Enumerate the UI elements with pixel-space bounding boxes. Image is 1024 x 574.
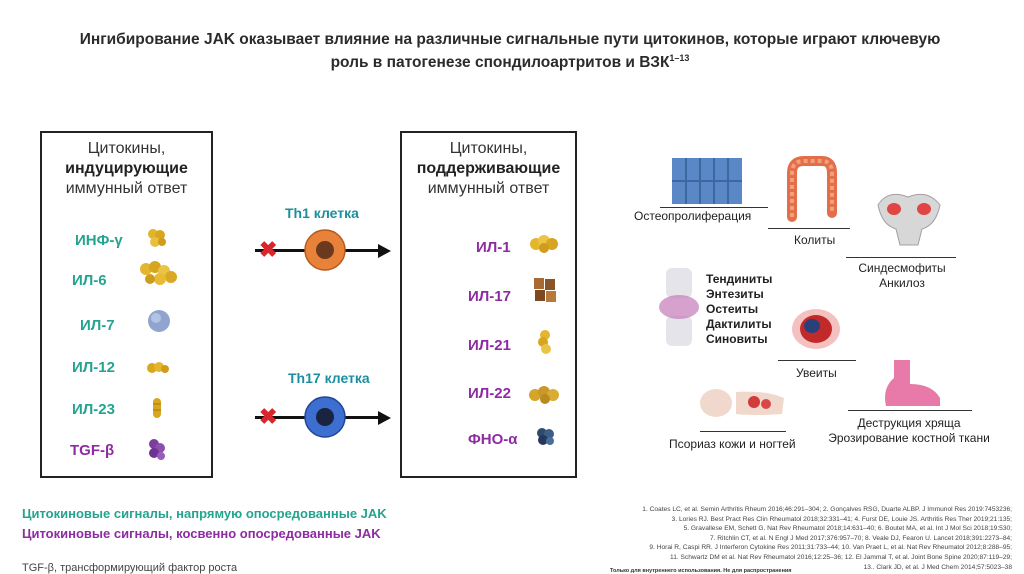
osteitis-text: Остеиты [706, 302, 759, 316]
colitis-label: Колиты [794, 233, 836, 247]
cytokine-ifn-gamma: ИНФ-γ [75, 232, 123, 249]
th1-cell-label: Th1 клетка [285, 205, 359, 221]
cartilage-divider [848, 410, 972, 411]
th1-block-cross-icon: ✖ [259, 237, 278, 262]
foot-icon [885, 360, 940, 406]
uveitis-label: Увеиты [796, 366, 837, 380]
th17-arrow-head [378, 411, 391, 425]
supporting-head-line1: Цитокины, [449, 140, 528, 157]
cytokine-tgf-beta: TGF-β [70, 442, 115, 459]
th17-block-cross-icon: ✖ [259, 404, 278, 429]
inducing-cytokines-box: Цитокины, индуцирующие иммунный ответ ИН… [40, 131, 213, 478]
il17-molecule-icon [534, 278, 556, 302]
bone-erosion-text: Эрозирование костной ткани [828, 431, 990, 445]
references: 1. Coates LC, et al. Semin Arthritis Rhe… [582, 505, 1012, 572]
reference-line: 1. Coates LC, et al. Semin Arthritis Rhe… [642, 506, 1012, 513]
tgf-beta-molecule-icon [149, 439, 165, 460]
th17-cell-label: Th17 клетка [288, 370, 370, 386]
cytokine-il7: ИЛ-7 [80, 317, 115, 334]
supporting-head-line2: поддерживающие [416, 160, 561, 177]
osteoproliferation-label: Остеопролиферация [634, 209, 752, 223]
inducing-head-line1: Цитокины, [87, 140, 166, 157]
ankylosis-text: Анкилоз [879, 276, 925, 290]
reference-line: 13.. Clark JD, et al. J Med Chem 2014;57… [863, 563, 1012, 571]
synovitis-text: Синовиты [706, 332, 768, 346]
reference-line: 7. Ritchlin CT, et al. N Engl J Med 2017… [709, 534, 1012, 542]
syndesmophytes-label: Синдесмофиты Анкилоз [852, 261, 952, 291]
reference-line: 11. Schwartz DM et al. Nat Rev Rheumatol… [670, 553, 1012, 561]
bone-tissue-icon [672, 158, 742, 204]
legend-direct-jak: Цитокиновые сигналы, напрямую опосредова… [22, 506, 387, 521]
tendon-list: Тендиниты Энтезиты Остеиты Дактилиты Син… [706, 272, 772, 347]
th1-arrow-head [378, 244, 391, 258]
inducing-box-header: Цитокины, индуцирующие иммунный ответ [42, 139, 211, 199]
title-line-2-text: роль в патогенезе спондилоартритов и ВЗК [330, 54, 670, 72]
cytokine-il23: ИЛ-23 [72, 401, 115, 418]
slide-title: Ингибирование JAK оказывает влияние на р… [70, 30, 950, 72]
il22-molecule-icon [529, 386, 559, 404]
title-line-2: роль в патогенезе спондилоартритов и ВЗК… [70, 49, 950, 72]
inducing-head-line2: индуцирующие [65, 160, 188, 177]
il23-molecule-icon [153, 398, 161, 418]
title-superscript: 1–13 [669, 53, 690, 63]
dactylitis-text: Дактилиты [706, 317, 772, 331]
uveitis-divider [778, 360, 856, 361]
supporting-cytokines-box: Цитокины, поддерживающие иммунный ответ … [400, 131, 577, 478]
cartilage-label: Деструкция хряща Эрозирование костной тк… [820, 416, 998, 446]
tgf-beta-footnote: TGF-β, трансформирующий фактор роста [22, 562, 238, 574]
il6-molecule-icon [140, 261, 177, 285]
joint-icon [659, 268, 699, 346]
ifn-gamma-molecule-icon [148, 229, 166, 247]
th17-cell-icon [304, 396, 346, 438]
th1-cell-icon [304, 229, 346, 271]
cytokine-il21: ИЛ-21 [468, 337, 511, 354]
tendinitis-text: Тендиниты [706, 272, 773, 286]
cytokine-il12: ИЛ-12 [72, 359, 115, 376]
psoriasis-skin-icon [700, 389, 784, 417]
reference-line: 5. Gravallese EM, Schett G. Nat Rev Rheu… [683, 525, 1012, 533]
il12-molecule-icon [147, 362, 169, 373]
supporting-head-line3: иммунный ответ [427, 180, 550, 197]
il21-molecule-icon [538, 330, 551, 354]
inducing-head-line3: иммунный ответ [65, 180, 188, 197]
reference-line: 3. Lories RJ. Best Pract Res Clin Rheuma… [671, 515, 1012, 523]
cytokine-il1: ИЛ-1 [476, 239, 511, 256]
il7-molecule-icon [148, 310, 170, 332]
title-line-1: Ингибирование JAK оказывает влияние на р… [79, 31, 941, 48]
psoriasis-label: Псориаз кожи и ногтей [669, 437, 796, 451]
enthesitis-text: Энтезиты [706, 287, 764, 301]
syndesmophytes-text: Синдесмофиты [858, 261, 946, 275]
cytokine-il17: ИЛ-17 [468, 288, 511, 305]
tnf-alpha-molecule-icon [537, 428, 554, 445]
supporting-box-header: Цитокины, поддерживающие иммунный ответ [402, 139, 575, 199]
cytokine-il6: ИЛ-6 [72, 272, 107, 289]
cartilage-destruction-text: Деструкция хряща [857, 416, 961, 430]
confidential-note: Только для внутреннего использования. Не… [610, 568, 792, 574]
reference-line: 9. Horai R, Caspi RR. J Interferon Cytok… [649, 544, 1012, 552]
legend-indirect-jak: Цитокиновые сигналы, косвенно опосредова… [22, 526, 381, 541]
psoriasis-divider [700, 431, 786, 432]
cytokine-il22: ИЛ-22 [468, 385, 511, 402]
il1-molecule-icon [530, 235, 558, 253]
cytokine-tnf-alpha: ФНО-α [468, 431, 518, 448]
colon-icon [787, 156, 837, 222]
syndesmophytes-divider [846, 257, 956, 258]
osteo-divider [660, 207, 768, 208]
pelvis-icon [877, 193, 941, 246]
colitis-divider [768, 228, 850, 229]
eye-icon [792, 309, 840, 349]
